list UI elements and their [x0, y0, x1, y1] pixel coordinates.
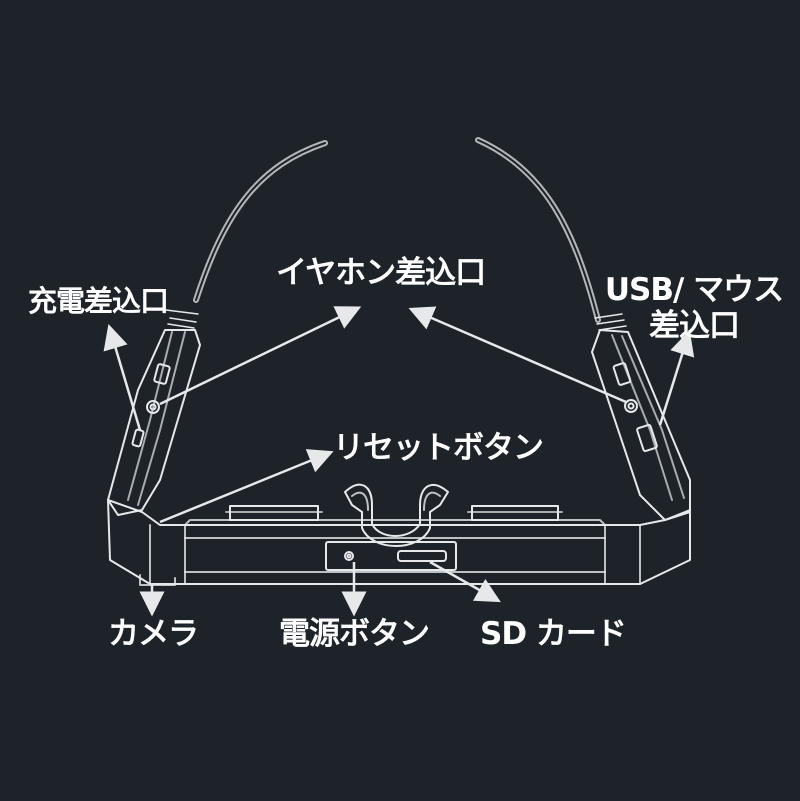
charging-slot [132, 429, 144, 447]
left-arm [108, 330, 200, 515]
arrow-earphone-left [160, 312, 350, 404]
usb-mouse-port-label: USB/ マウス 差込口 [604, 272, 784, 344]
usb-mouse-port-label-line2: 差込口 [604, 308, 784, 344]
arrow-sd [430, 562, 490, 596]
nose-bridge [345, 485, 448, 546]
right-headband [478, 140, 598, 320]
sd-card-label: SD カード [480, 616, 626, 652]
usb-port-upper [613, 363, 631, 386]
usb-mouse-port-label-line1: USB/ マウス [604, 272, 784, 308]
usb-port-lower [637, 424, 658, 451]
earphone-port-label: イヤホン差込口 [276, 255, 485, 291]
right-arm [592, 330, 690, 520]
sd-card-slot [398, 551, 446, 561]
reset-button-label: リセットボタン [333, 430, 543, 466]
charging-port-label: 充電差込口 [28, 283, 168, 319]
arrow-usb [660, 342, 686, 425]
arrow-charging [112, 336, 140, 430]
arrow-earphone-right [420, 313, 626, 402]
power-button-label: 電源ボタン [279, 616, 429, 652]
power-button-dot [345, 552, 353, 560]
camera-label: カメラ [108, 616, 198, 652]
usb-port-circle [625, 400, 637, 412]
